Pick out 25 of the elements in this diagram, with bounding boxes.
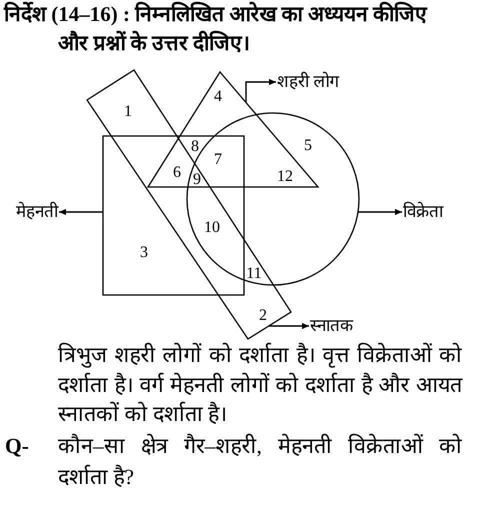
- region-number: 9: [193, 172, 201, 188]
- set-label: मेहनती: [16, 201, 58, 223]
- arrow: [269, 322, 309, 330]
- question-number: Q-: [5, 433, 30, 460]
- set-label: विक्रेता: [403, 201, 443, 223]
- region-number: 3: [140, 245, 148, 261]
- circle: [186, 112, 360, 286]
- region-number: 1: [124, 104, 132, 120]
- region-number: 2: [259, 308, 267, 324]
- region-number: 10: [204, 220, 220, 236]
- region-number: 5: [304, 138, 312, 154]
- region-number: 12: [277, 169, 293, 185]
- region-number: 6: [173, 165, 181, 181]
- region-number: 7: [214, 152, 222, 168]
- set-label: स्नातक: [310, 315, 353, 337]
- description-text: त्रिभुज शहरी लोगों को दर्शाता है। वृत्त विक्रेताओं को दर्शाता है। वर्ग मेहनती लोगों को दर्शाता है और आयत स्नातकों को दर्शाता है।: [58, 342, 462, 428]
- region-number: 8: [191, 139, 199, 155]
- question-text: कौन–सा क्षेत्र गैर–शहरी, मेहनती विक्रेताओं को दर्शाता है?: [58, 432, 462, 491]
- arrow: [358, 208, 402, 216]
- arrow: [59, 208, 103, 216]
- arrow: [245, 78, 276, 102]
- set-label: शहरी लोग: [277, 71, 340, 93]
- region-number: 4: [214, 89, 222, 105]
- region-number: 11: [246, 266, 262, 282]
- heading: निर्देश (14–16) : निम्नलिखित आरेख का अध्ययन कीजिए और प्रश्नों के उत्तर दीजिए।: [4, 0, 428, 57]
